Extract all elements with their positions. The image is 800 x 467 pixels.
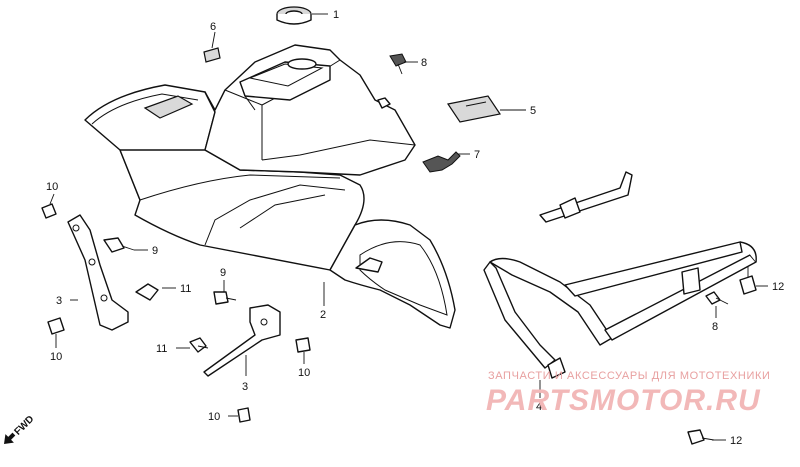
callout-8-lower: 8 — [712, 321, 718, 333]
callout-10-b: 10 — [50, 351, 62, 363]
bolt-part-11-lower — [189, 337, 209, 353]
callout-12-upper: 12 — [772, 281, 784, 293]
bracket-part-3-lower — [203, 304, 281, 377]
callout-5: 5 — [530, 105, 536, 117]
callout-10-a: 10 — [46, 181, 58, 193]
grommet-part-1 — [276, 6, 312, 25]
watermark-caption: ЗАПЧАСТИ И АКСЕССУАРЫ ДЛЯ МОТОТЕХНИКИ — [488, 370, 770, 382]
callout-10-d: 10 — [208, 411, 220, 423]
callout-9-left: 9 — [152, 245, 158, 257]
callout-9-center: 9 — [220, 267, 226, 279]
leader-lines — [49, 13, 768, 441]
watermark-brand: PARTSMOTOR.RU — [486, 384, 761, 417]
callout-3-lower: 3 — [242, 381, 248, 393]
bolt-part-8-upper — [389, 53, 407, 75]
guard-part-4 — [483, 171, 757, 379]
nut-part-10-a — [41, 203, 57, 219]
watermark: ЗАПЧАСТИ И АКСЕССУАРЫ ДЛЯ МОТОТЕХНИКИ PA… — [486, 370, 770, 417]
bolt-part-11-left — [135, 283, 159, 301]
pad-part-6 — [203, 47, 221, 63]
nut-part-10-b — [47, 317, 65, 335]
callout-8-upper: 8 — [421, 57, 427, 69]
callout-11-left: 11 — [180, 283, 191, 295]
fwd-label: FWD — [12, 414, 36, 438]
bolt-part-8-lower — [705, 291, 729, 305]
callout-10-c: 10 — [298, 367, 310, 379]
callout-7: 7 — [474, 149, 480, 161]
decal-part-5 — [447, 95, 501, 123]
key-part-7 — [422, 151, 461, 173]
bolt-part-12-upper — [739, 266, 757, 295]
callout-4: 4 — [536, 401, 542, 413]
bolt-part-9-left — [103, 237, 135, 253]
callout-6: 6 — [210, 21, 216, 33]
fwd-direction-marker: FWD — [4, 414, 36, 444]
callout-labels: 1 2 3 3 4 5 6 7 8 8 9 9 10 10 10 10 11 1… — [46, 9, 784, 447]
callout-12-lower: 12 — [730, 435, 742, 447]
callout-3-left: 3 — [56, 295, 62, 307]
front-fender-part-2 — [84, 44, 456, 329]
callout-2: 2 — [320, 309, 326, 321]
bolt-part-9-center — [213, 291, 237, 305]
bracket-part-3-left — [67, 214, 129, 331]
bolt-part-12-lower — [687, 429, 715, 445]
callout-11-lower: 11 — [156, 343, 167, 355]
nut-part-10-c — [295, 337, 311, 353]
callout-1: 1 — [333, 9, 339, 21]
nut-part-10-d — [237, 407, 251, 423]
